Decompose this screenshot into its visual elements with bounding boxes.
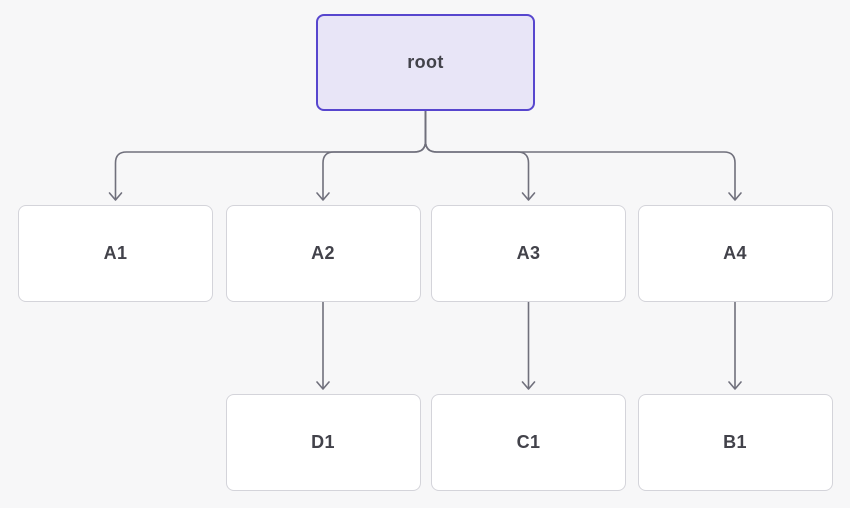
node-label: A4 (723, 243, 747, 263)
node-label: D1 (311, 432, 335, 452)
tree-node-c1[interactable]: C1 (431, 394, 626, 491)
edge-root-a1 (114, 110, 427, 200)
edge-root-a1-arrowhead-icon (108, 192, 123, 201)
node-label: root (407, 52, 444, 72)
edge-root-a4-arrowhead-icon (728, 192, 742, 201)
edge-a3-c1-arrowhead-icon (521, 381, 536, 390)
tree-node-d1[interactable]: D1 (225, 394, 421, 491)
tree-node-a1[interactable]: A1 (18, 205, 213, 302)
edge-root-a2 (322, 110, 427, 200)
edge-a4-b1-arrowhead-icon (728, 381, 742, 390)
edge-root-a3-arrowhead-icon (521, 192, 536, 201)
node-label: C1 (516, 432, 541, 452)
edge-root-a3 (424, 110, 530, 200)
tree-node-a4[interactable]: A4 (637, 205, 833, 302)
edge-root-a4 (424, 110, 736, 200)
node-label: A2 (311, 243, 335, 263)
edge-a2-d1-arrowhead-icon (316, 381, 330, 390)
node-label: A3 (516, 243, 541, 263)
edge-root-a2-arrowhead-icon (316, 192, 330, 201)
tree-node-a2[interactable]: A2 (225, 205, 421, 302)
node-label: B1 (723, 432, 747, 452)
tree-node-root[interactable]: root (316, 14, 535, 111)
tree-node-a3[interactable]: A3 (431, 205, 626, 302)
tree-node-b1[interactable]: B1 (637, 394, 833, 491)
node-label: A1 (103, 243, 128, 263)
